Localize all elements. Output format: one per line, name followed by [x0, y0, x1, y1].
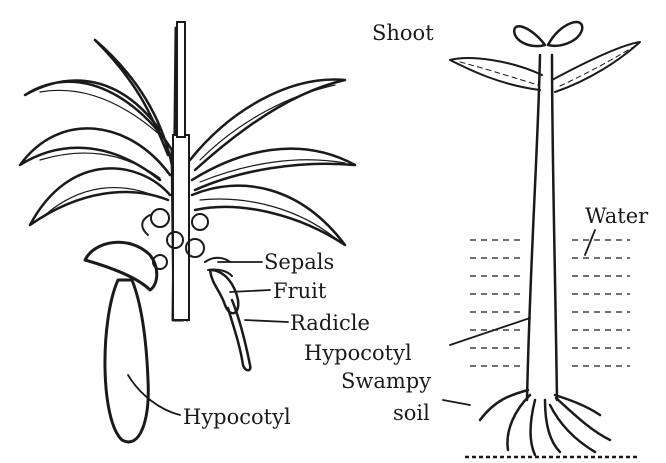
- label-hypocotyl-left: Hypocotyl: [183, 405, 291, 429]
- pod-curve: [85, 242, 157, 290]
- leaf-top-right: [190, 80, 345, 170]
- leaf-mid-right: [192, 149, 355, 190]
- leader-swampy-soil: [443, 400, 470, 405]
- leader-water: [585, 230, 595, 255]
- seedling-leaf-right: [552, 42, 640, 92]
- right-seedling: [450, 22, 640, 457]
- label-shoot: Shoot: [372, 21, 434, 45]
- bud-left-leaf: [514, 26, 545, 46]
- hanging-hypocotyl: [105, 280, 148, 442]
- leader-hypocotyl-left: [128, 375, 180, 415]
- leaf-low-right: [192, 186, 345, 245]
- bud-right-leaf: [548, 22, 582, 46]
- label-swampy: Swampy: [341, 369, 431, 393]
- label-hypocotyl-right: Hypocotyl: [304, 341, 412, 365]
- roots: [480, 390, 610, 455]
- left-stem-body: [173, 135, 189, 320]
- label-soil: soil: [393, 401, 430, 425]
- label-radicle: Radicle: [290, 311, 370, 335]
- leader-radicle: [245, 320, 288, 322]
- leader-hypocotyl-right: [450, 318, 530, 345]
- left-stem-tip: [177, 22, 185, 137]
- label-water: Water: [585, 204, 649, 228]
- seedling-stem: [527, 55, 557, 400]
- label-sepals: Sepals: [264, 250, 334, 274]
- water-area: [470, 240, 630, 366]
- radicle: [228, 300, 250, 370]
- label-fruit: Fruit: [273, 279, 327, 303]
- left-plant: [20, 22, 355, 442]
